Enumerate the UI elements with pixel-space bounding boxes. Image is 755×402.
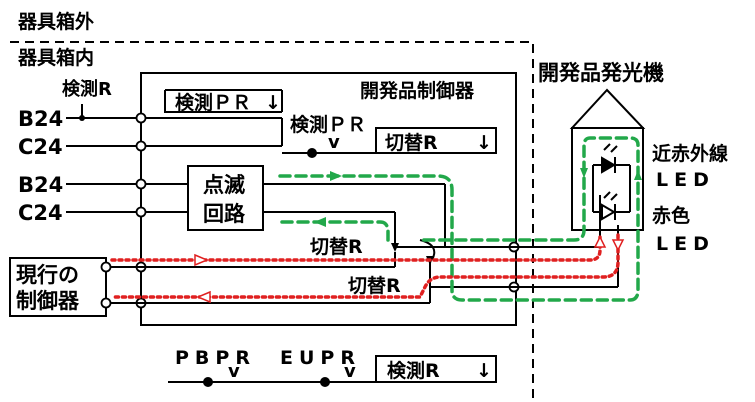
ir-led-icon	[593, 143, 630, 174]
ir-led-label-2: LED	[656, 169, 715, 191]
detect-pr-relay: 検測ＰＲ ↓	[164, 89, 283, 114]
detect-r-relay-label: 検測R	[387, 359, 440, 382]
switch-r-relay-arrow: ↓	[476, 132, 492, 154]
detect-pr-contact-label: 検測ＰＲ	[290, 113, 366, 136]
blink-output-wiring	[110, 183, 619, 304]
green-arrow-2	[314, 217, 326, 227]
switch-r-contact2-label: 切替R	[348, 274, 401, 297]
c24-top-label: C24	[18, 135, 63, 159]
switch-contact1-arrow	[391, 243, 399, 252]
switch-r-relay-circuit	[282, 127, 497, 154]
red-current-path	[110, 233, 620, 299]
detect-pr-relay-arrow: ↓	[265, 92, 281, 114]
current-ctrl-terminal-2	[100, 297, 112, 309]
green-arrow-3	[580, 168, 588, 178]
ir-led-label-1: 近赤外線	[652, 142, 728, 165]
current-controller-label-2: 制御器	[16, 289, 80, 313]
red-led-icon	[592, 165, 631, 221]
eupr-contact-mark: v	[344, 361, 356, 382]
outside-enclosure-label: 器具箱外	[17, 10, 94, 33]
red-led-label-1: 赤色	[652, 204, 690, 227]
detect-r-junction	[79, 115, 85, 121]
green-arrow-4	[634, 170, 642, 180]
emitter-housing	[569, 88, 646, 231]
c24-mid-label: C24	[18, 201, 63, 225]
current-controller-label-1: 現行の	[16, 263, 79, 287]
green-current-path	[278, 136, 640, 302]
detect-pr-contact-dot	[307, 148, 317, 158]
eupr-label: EUPR	[280, 347, 361, 369]
controller-box	[140, 72, 517, 326]
red-arrow-1	[194, 253, 209, 267]
detect-r-relay-arrow: ↓	[476, 360, 492, 382]
b24-top-label: B24	[18, 107, 63, 131]
current-controller-box	[9, 257, 107, 317]
green-arrow-1	[330, 171, 342, 181]
emitter-title: 開発品発光機	[538, 61, 664, 85]
red-arrow-3	[593, 235, 607, 248]
red-arrow-2	[196, 290, 211, 304]
red-arrow-4	[611, 239, 625, 252]
pbpr-contact-dot	[203, 377, 213, 387]
current-ctrl-terminal-1	[100, 261, 112, 273]
eupr-contact-dot	[320, 377, 330, 387]
blink-circuit-label-2: 回路	[203, 202, 246, 226]
b24-mid-label: B24	[18, 173, 63, 197]
pbpr-label: PBPR	[175, 347, 256, 369]
bottom-relay-circuit	[168, 355, 497, 383]
controller-title: 開発品制御器	[360, 79, 475, 102]
detect-r-top-label: 検測R	[62, 78, 112, 100]
blink-circuit-box	[187, 165, 264, 231]
detect-pr-relay-label: 検測ＰＲ	[175, 91, 251, 114]
inside-enclosure-label: 器具箱内	[17, 46, 94, 69]
pbpr-contact-mark: v	[228, 361, 240, 382]
switch-r-relay-label: 切替R	[385, 131, 438, 154]
blink-circuit-label-1: 点滅	[203, 173, 245, 197]
switch-r-contact1-label: 切替R	[310, 235, 363, 258]
red-led-label-2: LED	[656, 233, 715, 255]
detect-pr-contact-mark: v	[328, 132, 340, 153]
